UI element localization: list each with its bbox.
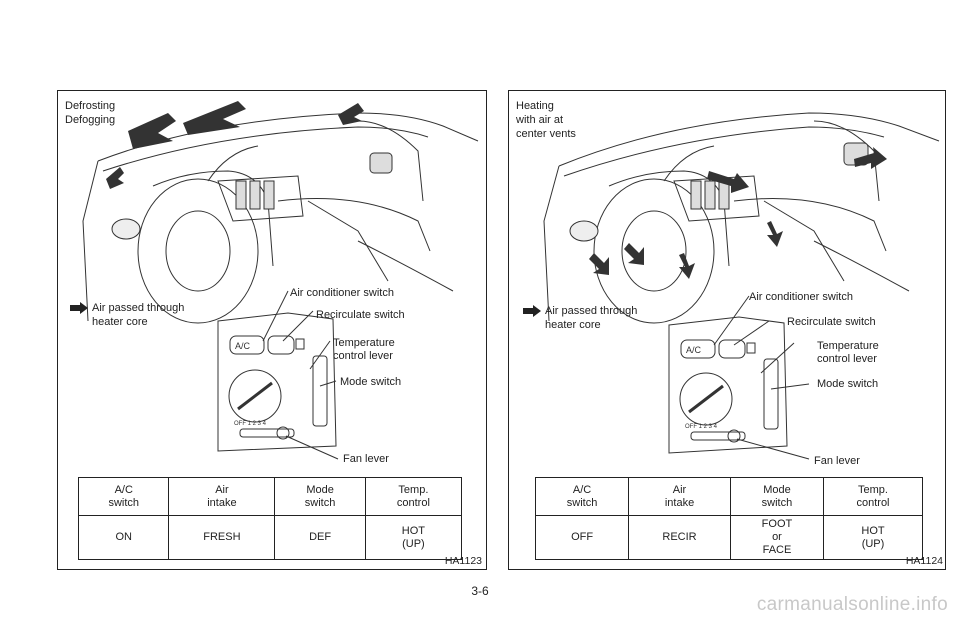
- foot-arrow-icon: [624, 243, 644, 265]
- dashboard-illustration: [82, 101, 479, 324]
- fan-scale-label: OFF 1 2 3 4: [685, 424, 718, 430]
- fan-scale-label: OFF 1 2 3 4: [234, 421, 267, 427]
- side-vent-arrow-icon: [854, 147, 887, 169]
- table-cell: OFF: [534, 515, 630, 560]
- dashboard-illustration: [543, 112, 940, 324]
- left-panel: Defrosting Defogging: [57, 90, 487, 570]
- control-panel-illustration: A/C OFF 1 2 3 4: [217, 290, 339, 460]
- table-row: ON FRESH DEF HOT(UP): [77, 515, 463, 560]
- callout-recirculate-switch: Recirculate switch: [316, 309, 405, 321]
- center-vent-arrow-icon: [707, 171, 749, 193]
- callout-fan-lever: Fan lever: [343, 453, 389, 465]
- watermark: carmanualsonline.info: [756, 594, 948, 615]
- callout-mode-switch: Mode switch: [340, 376, 402, 388]
- foot-arrow-icon: [767, 221, 783, 247]
- legend-line: heater core: [92, 316, 148, 328]
- table-cell: HOT(UP): [364, 515, 463, 560]
- table-cell: RECIR: [628, 515, 731, 560]
- table-cell: DEF: [274, 515, 366, 560]
- legend: Air passed through heater core: [523, 304, 638, 332]
- defrost-arrow-icon: [128, 113, 176, 149]
- heated-air-arrow-icon: [523, 305, 541, 317]
- callout-temperature-lever: Temperature control lever: [817, 340, 879, 365]
- callout-fan-lever: Fan lever: [814, 455, 860, 467]
- control-panel-illustration: A/C OFF 1 2 3 4: [668, 295, 810, 460]
- table-header-cell: Temp.control: [364, 477, 463, 516]
- figure-code: HA1124: [905, 555, 943, 567]
- legend-line: Air passed through: [545, 305, 638, 317]
- callout-recirculate-switch: Recirculate switch: [787, 316, 876, 328]
- heated-air-arrow-icon: [70, 302, 88, 314]
- ac-button-label: A/C: [235, 341, 251, 351]
- foot-arrow-icon: [679, 253, 695, 279]
- table-cell: ON: [77, 515, 170, 560]
- callout-ac-switch: Air conditioner switch: [290, 287, 394, 299]
- panel-title: Defrosting Defogging: [65, 100, 116, 126]
- figure-code: HA1123: [444, 555, 482, 567]
- table-cell: HOT(UP): [823, 515, 923, 560]
- side-defog-arrow-icon: [106, 167, 124, 189]
- legend-line: heater core: [545, 319, 601, 331]
- callout-ac-switch: Air conditioner switch: [749, 291, 853, 303]
- panel-title: Heating with air at center vents: [516, 100, 576, 140]
- page-number: 3-6: [471, 584, 489, 598]
- table-header-cell: Temp.control: [823, 477, 923, 516]
- right-panel: Heating with air at center vents: [508, 90, 946, 570]
- legend: Air passed through heater core: [70, 301, 185, 329]
- defrost-arrow-icon: [183, 101, 246, 135]
- legend-line: Air passed through: [92, 302, 185, 314]
- foot-arrow-icon: [589, 253, 609, 275]
- callout-mode-switch: Mode switch: [817, 378, 879, 390]
- defrost-arrow-icon: [338, 103, 364, 125]
- ac-button-label: A/C: [686, 345, 702, 355]
- callout-temperature-lever: Temperature control lever: [333, 337, 395, 362]
- table-cell: FRESH: [168, 515, 276, 560]
